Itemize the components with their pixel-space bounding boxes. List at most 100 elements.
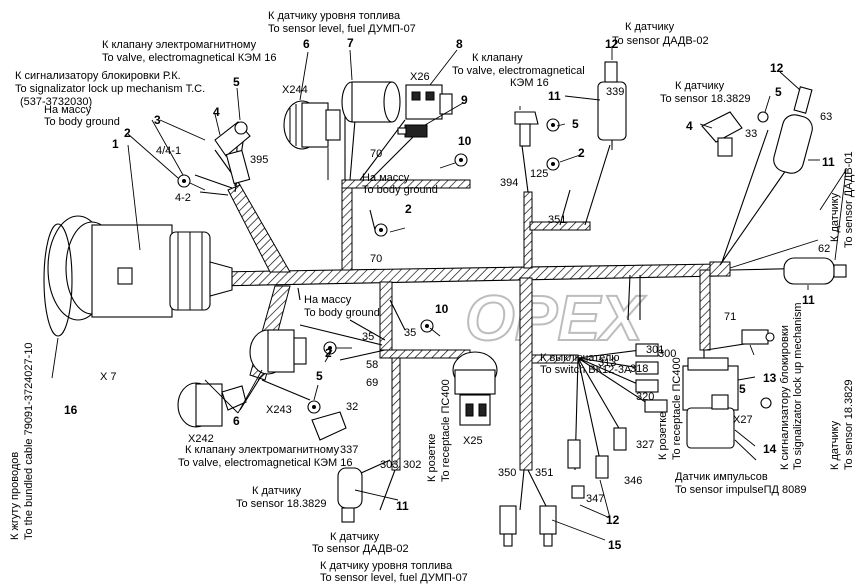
label-valve-en-top: To valve, electromagnetical КЭМ 16 [102, 52, 277, 64]
connector-9[interactable] [397, 124, 428, 138]
callout: 12 [606, 513, 620, 527]
wire-id: 302 [403, 459, 421, 471]
callout: 11 [822, 155, 835, 169]
id-x25: X25 [463, 435, 483, 447]
label-level-ru-bottom: К датчику уровня топлива [320, 560, 453, 572]
callout: 11 [548, 89, 561, 103]
callout: 12 [605, 37, 619, 51]
label-receptacle-ru-mid: К розетке [426, 434, 438, 482]
id-x243: X243 [266, 404, 292, 416]
callout: 2 [578, 146, 585, 160]
wire-id: 300 [658, 348, 676, 360]
callout: 4 [213, 105, 220, 119]
label-ground-en-3: To body ground [304, 307, 380, 319]
label-lock-en: To signalizator lock up mechanism Т.С. [15, 83, 205, 95]
wire-id: 32 [346, 401, 358, 413]
wire-id: 70 [370, 253, 382, 265]
callout-numbers: 1 2 2 2 2 3 4 4 5 5 5 5 5 6 6 7 8 9 10 1… [64, 36, 835, 552]
wire-id: 63 [820, 111, 832, 123]
wire-id: 318 [630, 363, 648, 375]
label-impulse-ru: Датчик импульсов [675, 471, 768, 483]
label-dadv-ru-bottom: К датчику [330, 531, 380, 543]
callout: 14 [763, 442, 777, 456]
wire-id: 347 [586, 493, 604, 505]
switch-connectors[interactable] [567, 343, 668, 499]
gasket-16 [43, 223, 73, 337]
label-switch-ru: К выключателю [540, 352, 620, 364]
callout: 2 [325, 346, 332, 360]
wire-id: 301 [646, 344, 664, 356]
wire-id: 320 [636, 391, 654, 403]
label-receptacle-en-mid: To receptacle ПС400 [440, 379, 452, 482]
label-3829-en-top: To sensor 18.3829 [660, 93, 751, 105]
wire-id: 4/4-1 [156, 145, 181, 157]
label-dadv-ru-top: К датчику [625, 21, 675, 33]
connector-x27[interactable] [682, 357, 739, 449]
watermark: OPEX [465, 282, 646, 354]
label-sensor-level-ru-top: К датчику уровня топлива [268, 10, 401, 22]
label-receptacle-ru-r: К розетке [657, 412, 669, 460]
callout: 15 [608, 538, 622, 552]
connector-x25[interactable] [452, 351, 498, 426]
sensor-3829-right[interactable] [783, 257, 847, 285]
callout: 4 [686, 119, 693, 133]
wire-id: 313 [598, 357, 616, 369]
sensor-4-right[interactable] [701, 111, 743, 157]
wire-id: 351 [548, 214, 566, 226]
callout: 5 [572, 117, 579, 131]
sensor-339[interactable] [597, 61, 627, 150]
wire-id: 62 [818, 243, 830, 255]
label-ground-ru-2: На массу [362, 172, 410, 184]
plug-5-right[interactable] [741, 329, 775, 345]
callout: 11 [396, 499, 409, 513]
label-3829-en-bottom: To sensor 18.3829 [236, 498, 327, 510]
callout: 9 [461, 93, 468, 107]
label-valve-en-bottom: To valve, electromagnetical КЭМ 16 [178, 457, 353, 469]
wire-id: 327 [636, 439, 654, 451]
callout: 5 [233, 75, 240, 89]
sensor-337[interactable] [337, 467, 363, 523]
wire-id: 35 [404, 327, 416, 339]
connector-x242[interactable] [177, 382, 247, 428]
id-x242: X242 [188, 433, 214, 445]
label-3829-ru-top: К датчику [675, 80, 725, 92]
leaders [51, 46, 847, 541]
callout: 12 [770, 61, 784, 75]
callout: 8 [456, 37, 463, 51]
wire-numbers: 4/4-1 4-2 395 70 70 339 33 63 62 394 125… [156, 86, 832, 505]
connector-x26[interactable] [405, 84, 453, 120]
connectors-15[interactable] [499, 505, 557, 547]
sensor-5-lower[interactable] [311, 411, 347, 441]
label-ground-ru-1: На массу [44, 104, 92, 116]
callout: 7 [347, 36, 354, 50]
wire-id: 339 [606, 86, 624, 98]
label-dadv01-en: To sensor ДАДВ-01 [843, 151, 855, 248]
id-x244: X244 [282, 84, 308, 96]
connector-x244[interactable] [283, 100, 341, 180]
wire-id: 351 [535, 467, 553, 479]
sensor-394[interactable] [514, 111, 539, 147]
label-impulse-en: To sensor impulseПД 8089 [675, 484, 807, 496]
callout: 6 [303, 37, 310, 51]
sensor-level-7[interactable] [341, 81, 401, 123]
connector-x243[interactable] [249, 329, 307, 375]
label-lockmech-ru: К сигнализатору блокировки [779, 325, 791, 470]
ring-terminals [177, 111, 772, 414]
label-dadv-en-bottom: To sensor ДАДВ-02 [312, 543, 409, 555]
wire-id: 350 [498, 467, 516, 479]
callout: 11 [802, 293, 815, 307]
connector-x7[interactable] [47, 215, 233, 321]
label-valve2-en-2: КЭМ 16 [510, 77, 549, 89]
label-lockmech-en: To signalizator lock up mechanism [792, 302, 804, 470]
wire-id: 395 [250, 154, 268, 166]
wire-id: 125 [530, 168, 548, 180]
wire-id: 33 [745, 128, 757, 140]
label-ground-ru-3: На массу [304, 294, 352, 306]
callout: 2 [124, 126, 131, 140]
wire-id: 346 [624, 475, 642, 487]
callout: 10 [435, 302, 449, 316]
sensor-ddv01[interactable] [771, 86, 815, 176]
callout: 13 [763, 371, 777, 385]
